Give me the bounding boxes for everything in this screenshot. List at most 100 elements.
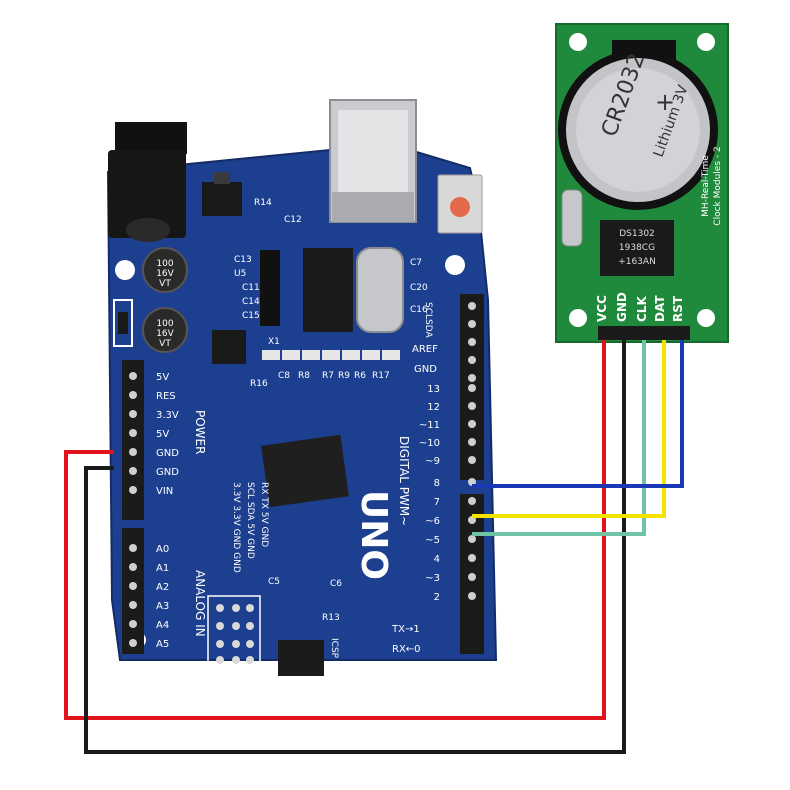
silk-label: C5 [268, 577, 280, 587]
reset-button [437, 174, 483, 234]
silk-label: R14 [254, 198, 272, 208]
icsp-label: ICSP [329, 638, 339, 659]
header-pin [129, 429, 137, 437]
header-pin [129, 467, 137, 475]
module-hole [697, 33, 715, 51]
silk-label: C8 [278, 371, 290, 381]
header-pin [468, 554, 476, 562]
module-crystal [561, 189, 583, 247]
chip-batch: 1938CG [619, 243, 655, 253]
digital-pin-label: 13 [427, 384, 440, 395]
header-pin [468, 302, 476, 310]
module-pin-label: GND [615, 292, 629, 322]
header-pin [129, 448, 137, 456]
module-pin-label: VCC [595, 295, 609, 322]
module-title: MH-Real-Time [701, 155, 711, 217]
silk-label: R7 [322, 371, 334, 381]
digital-pin-label: 7 [434, 497, 440, 508]
mounting-hole [445, 255, 465, 275]
header-pin [129, 563, 137, 571]
wire-dat [472, 340, 666, 518]
header-pin [129, 391, 137, 399]
module-hole [569, 309, 587, 327]
header-pin [468, 573, 476, 581]
module-hole [697, 309, 715, 327]
header-pin [468, 420, 476, 428]
power-pin-label: 5V [156, 429, 169, 440]
header-pin [129, 620, 137, 628]
header-pin [468, 374, 476, 382]
digital-pin-label: ~5 [425, 535, 440, 546]
capacitor-1: 100 16V VT [142, 247, 188, 293]
digital-header-label: DIGITAL PWM~ [397, 436, 411, 526]
wire-rst [472, 340, 684, 488]
silk-label: R16 [250, 379, 268, 389]
digital-pin-label: 2 [434, 592, 440, 603]
battery-plus: + [655, 88, 675, 116]
analog-pin-label: A5 [156, 639, 169, 650]
regulator-tab [214, 172, 230, 184]
power-pin-label: 5V [156, 372, 169, 383]
power-header [122, 360, 144, 520]
silk-label: R8 [298, 371, 310, 381]
header-pin [129, 582, 137, 590]
analog-pin-label: A4 [156, 620, 169, 631]
header-pin [468, 497, 476, 505]
cap-type: VT [159, 339, 171, 349]
digital-pin-label: ~3 [425, 573, 440, 584]
chip-code: +163AN [618, 257, 656, 267]
aux-pads [216, 604, 254, 664]
arduino-uno-board: 100 16V VT 100 16V VT [106, 99, 498, 676]
small-header [260, 250, 280, 326]
header-pin [468, 456, 476, 464]
silk-label: C15 [242, 311, 260, 321]
cap-type: VT [159, 279, 171, 289]
digital-pin-label: 12 [427, 402, 440, 413]
silk-label: R9 [338, 371, 350, 381]
power-pin-label: GND [156, 448, 179, 459]
silk-labels: R14 C12 C13 U5 C11 C14 C15 R16 C8 R8 R7 … [234, 198, 428, 623]
gnd-top-label: GND [414, 364, 437, 375]
dual-opamp [212, 330, 246, 364]
ds1302-chip [600, 220, 674, 276]
analog-header-label: ANALOG IN [193, 570, 207, 637]
rx-label: RX←0 [392, 644, 421, 655]
power-header-label: POWER [193, 410, 207, 454]
silk-label: C12 [284, 215, 302, 225]
digital-pin-label: ~9 [425, 456, 440, 467]
silk-label: R13 [322, 613, 340, 623]
silk-label: C14 [242, 297, 260, 307]
power-pin-label: 3.3V [156, 410, 179, 421]
header-pin [468, 384, 476, 392]
usb-connector [329, 99, 417, 223]
module-hole [569, 33, 587, 51]
analog-pin-label: A1 [156, 563, 169, 574]
header-pin [129, 639, 137, 647]
header-pin [129, 601, 137, 609]
rtc-module: CR2032 Lithium 3V + DS1302 1938CG +163AN… [555, 23, 729, 343]
digital-pin-label: ~6 [425, 516, 440, 527]
power-pin-label: RES [156, 391, 176, 402]
header-pin [468, 592, 476, 600]
module-pin-label: RST [671, 295, 685, 322]
silk-label: C20 [410, 283, 428, 293]
aux-header-label: 3.3V 3.3V GND GND [231, 482, 241, 573]
icsp-header [278, 640, 324, 676]
silk-label: C6 [330, 579, 342, 589]
header-pin [129, 372, 137, 380]
module-subtitle: Clock Modules - 2 [713, 146, 723, 225]
module-pin-label: DAT [653, 295, 667, 322]
header-pin [468, 320, 476, 328]
capacitor-2: 100 16V VT [142, 307, 188, 353]
silk-label: X1 [268, 337, 280, 347]
header-pin [468, 338, 476, 346]
power-pin-label: GND [156, 467, 179, 478]
wire-gnd [84, 340, 626, 754]
digital-pin-label: 4 [434, 554, 440, 565]
silk-label: C13 [234, 255, 252, 265]
silk-label: C11 [242, 283, 260, 293]
analog-pin-label: A2 [156, 582, 169, 593]
